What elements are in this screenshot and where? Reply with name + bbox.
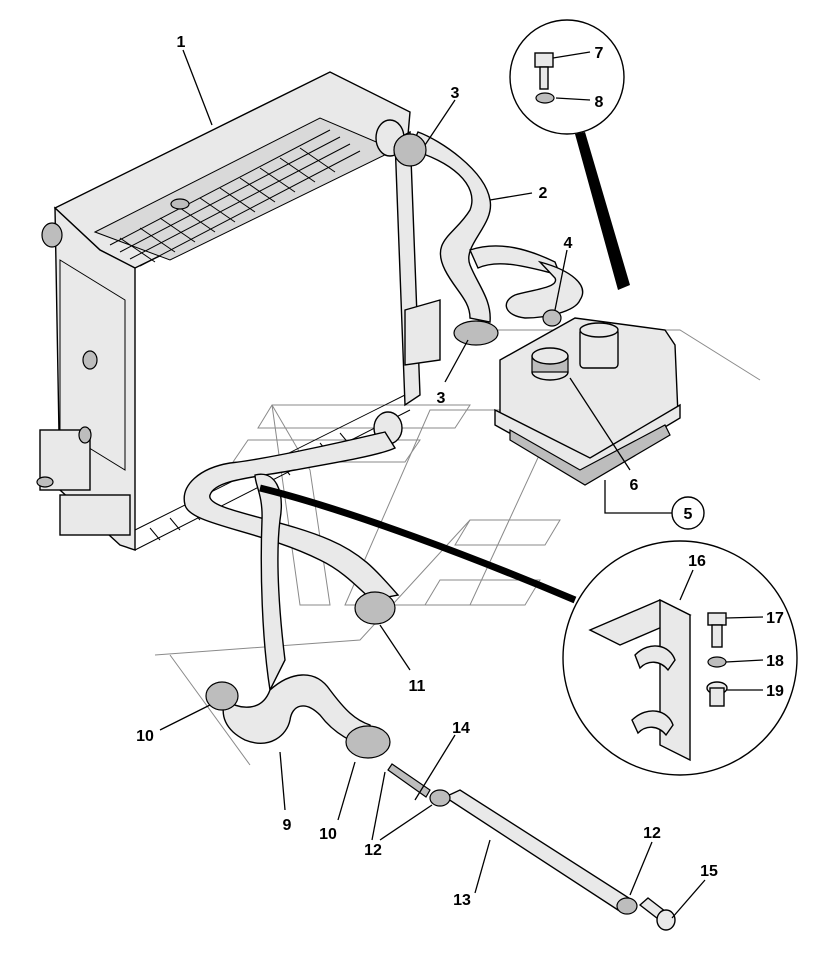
callout-5: 5: [684, 506, 693, 523]
callout-12-left: 12: [364, 842, 382, 859]
callout-19: 19: [766, 683, 784, 700]
callout-11: 11: [409, 678, 426, 695]
callout-1: 1: [177, 34, 186, 51]
callout-3-lower: 3: [437, 390, 446, 407]
callout-14: 14: [452, 720, 470, 737]
lower-hose: [183, 431, 400, 759]
hose-clamp: [393, 133, 427, 167]
callout-10-left: 10: [136, 728, 154, 745]
expansion-tank: [494, 317, 681, 486]
callout-7: 7: [595, 45, 604, 62]
callout-15: 15: [700, 863, 718, 880]
callout-10-right: 10: [319, 826, 337, 843]
detail-circle-bracket: [259, 484, 798, 776]
callout-18: 18: [766, 653, 784, 670]
callout-2: 2: [539, 185, 548, 202]
drain-assembly: [387, 763, 676, 931]
callout-3-upper: 3: [451, 85, 460, 102]
callout-17: 17: [766, 610, 784, 627]
callout-13: 13: [453, 892, 471, 909]
callout-6: 6: [630, 477, 639, 494]
callout-4: 4: [564, 235, 573, 252]
callout-9: 9: [283, 817, 292, 834]
hose-clamp: [453, 320, 499, 346]
callout-8: 8: [595, 94, 604, 111]
upper-hose: [409, 131, 584, 327]
leader-lines: [159, 49, 764, 919]
radiator-core: [109, 129, 361, 267]
callout-circle: [671, 496, 705, 530]
callout-12-right: 12: [643, 825, 661, 842]
callout-labels: 1 2 3 3 4 5 6 7 8 9 10 10 11 12 12 13 14…: [136, 34, 784, 909]
callout-16: 16: [688, 553, 706, 570]
detail-circle-bolt: [509, 19, 630, 290]
